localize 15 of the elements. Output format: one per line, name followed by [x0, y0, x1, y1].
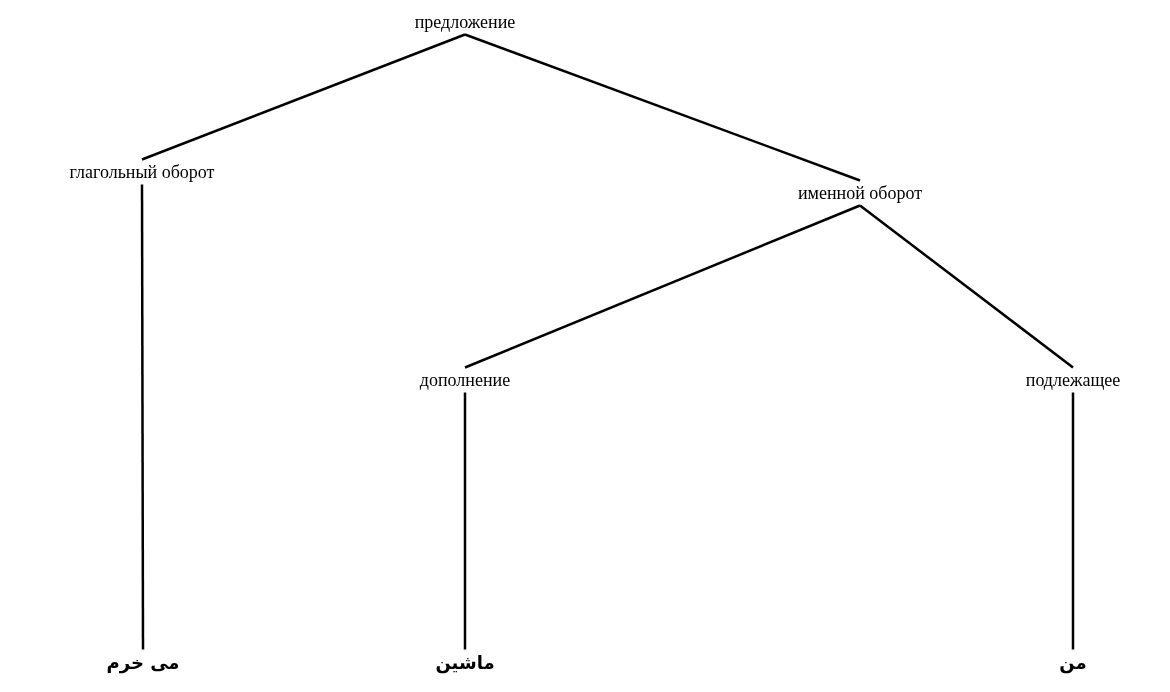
phrase-label: предложение — [411, 9, 519, 35]
phrase-label: подлежащее — [1022, 367, 1124, 393]
word-label: ماشین — [432, 649, 498, 675]
word-label: من — [1056, 649, 1090, 675]
tree-branch — [859, 204, 1074, 369]
tree-branch — [464, 33, 861, 182]
tree-branch — [140, 184, 145, 650]
phrase-label: глагольный оборот — [66, 159, 218, 185]
tree-branch — [464, 204, 861, 369]
tree-branch — [1071, 392, 1075, 650]
tree-branch — [141, 33, 466, 161]
phrase-label: именной оборот — [794, 180, 926, 206]
phrase-label: дополнение — [416, 367, 514, 393]
word-label: می خرم — [103, 649, 183, 675]
tree-branch — [463, 392, 467, 650]
